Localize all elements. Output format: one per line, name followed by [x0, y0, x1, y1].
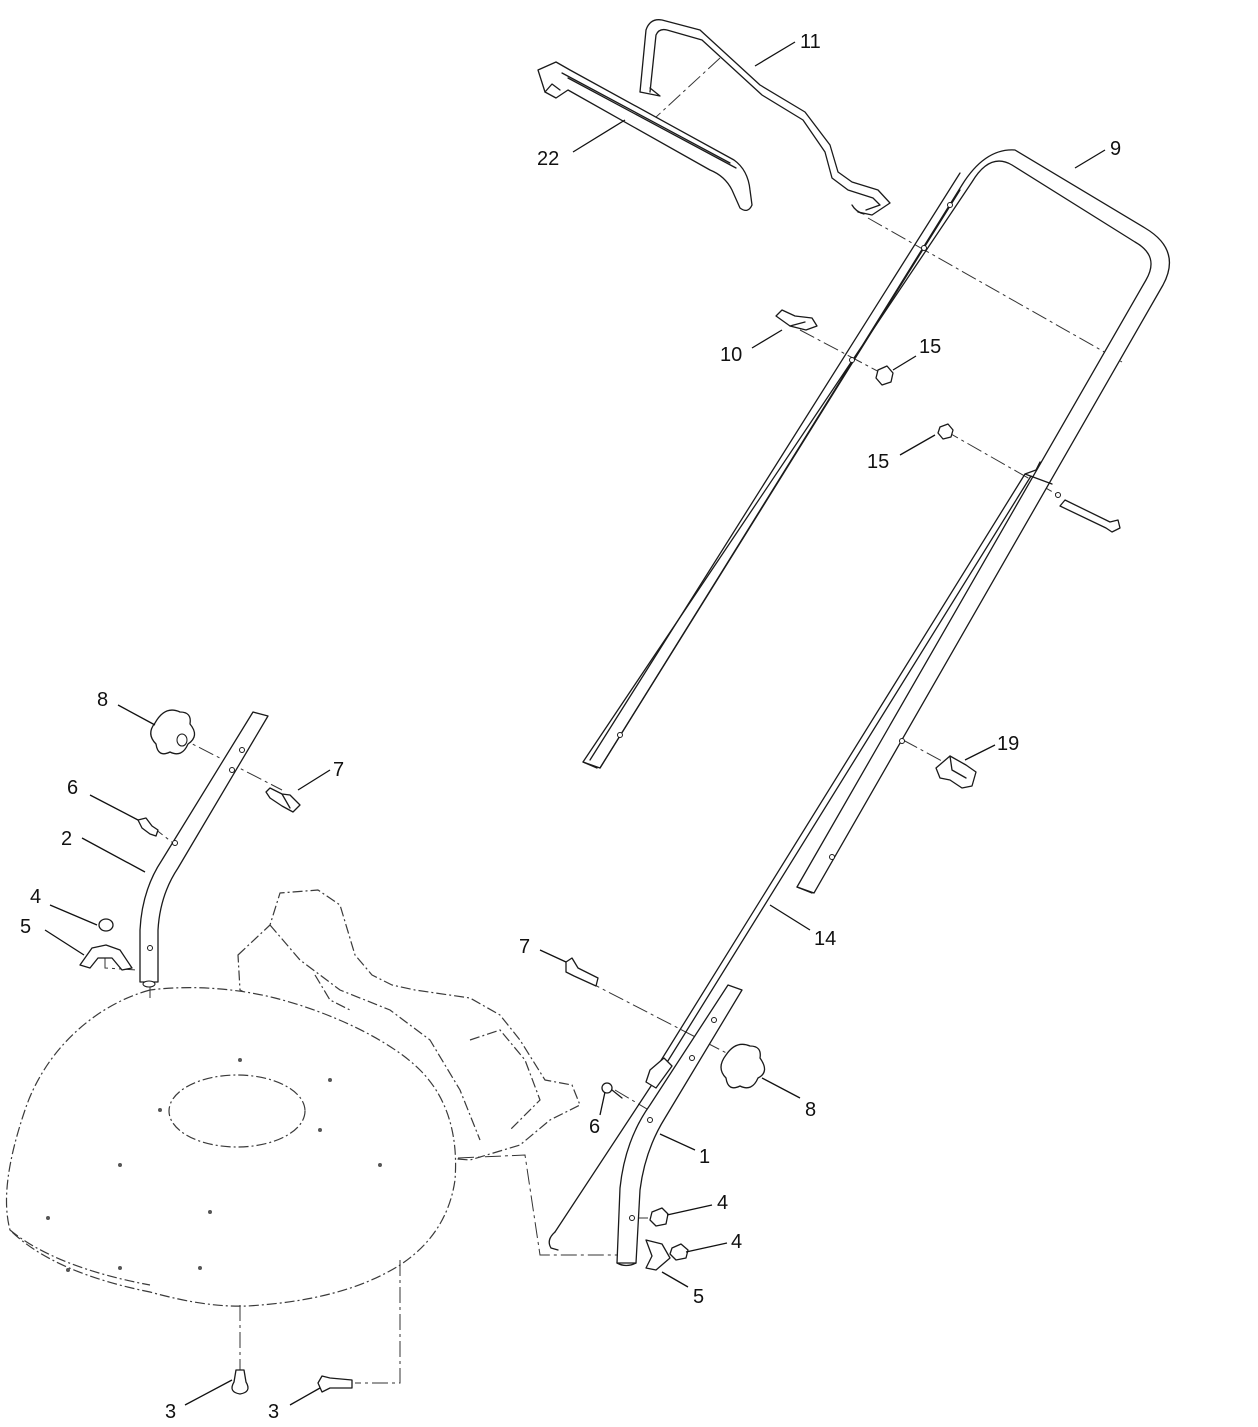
callout-labels: 11 22 9 10 15 15 19 14 8 7 6 2 4 5 7 8 6…	[20, 31, 1121, 1423]
callout-4-left: 4	[30, 886, 41, 908]
callout-3-left: 3	[165, 1401, 176, 1423]
callout-5-right: 5	[693, 1286, 704, 1308]
upper-handle	[582, 149, 1171, 894]
mower-deck-phantom	[5, 889, 581, 1307]
callout-3-right: 3	[268, 1401, 279, 1423]
callout-7-left: 7	[333, 759, 344, 781]
bail-cover	[537, 61, 753, 212]
callout-7-right: 7	[519, 936, 530, 958]
callout-5-left: 5	[20, 916, 31, 938]
callout-11: 11	[800, 31, 821, 53]
callout-4-right-lower: 4	[731, 1231, 742, 1253]
callout-4-right-upper: 4	[717, 1192, 728, 1214]
callout-10: 10	[720, 344, 742, 366]
callout-8-right: 8	[805, 1099, 816, 1121]
callout-14: 14	[814, 928, 836, 950]
leader-lines	[44, 41, 1106, 1406]
operator-bail	[639, 19, 891, 216]
callout-15-upper: 15	[919, 336, 941, 358]
callout-19: 19	[997, 733, 1019, 755]
lower-handle-right	[616, 984, 743, 1267]
callout-6-right: 6	[589, 1116, 600, 1138]
control-cable	[548, 461, 1053, 1251]
callout-1: 1	[699, 1146, 710, 1168]
hardware	[79, 309, 1121, 1395]
callout-8-left: 8	[97, 689, 108, 711]
callout-9: 9	[1110, 138, 1121, 160]
lower-handle-left	[139, 711, 269, 988]
callout-22: 22	[537, 148, 559, 170]
callout-15-lower: 15	[867, 451, 889, 473]
callout-2: 2	[61, 828, 72, 850]
callout-6-left: 6	[67, 777, 78, 799]
